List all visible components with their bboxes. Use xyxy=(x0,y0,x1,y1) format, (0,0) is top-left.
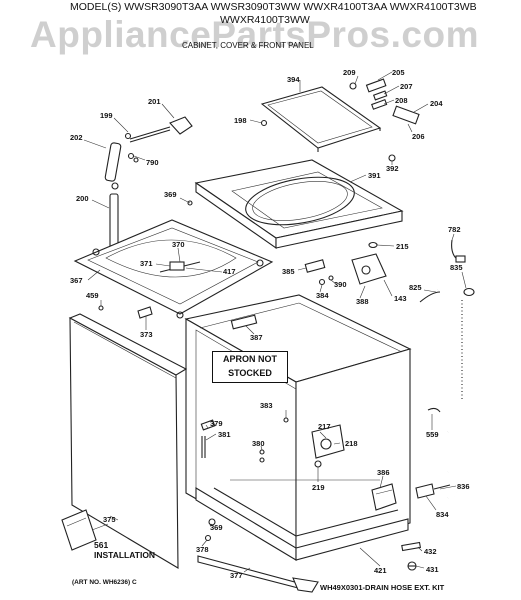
part-label[interactable]: 394 xyxy=(287,75,300,84)
part-label[interactable]: 218 xyxy=(345,439,358,448)
rear-bracket-parts[interactable] xyxy=(304,241,387,286)
part-label[interactable]: 378 xyxy=(196,545,209,554)
part-label[interactable]: 201 xyxy=(148,97,161,106)
model-list-line1: MODEL(S) WWSR3090T3AA WWSR3090T3WW WWXR4… xyxy=(70,1,477,13)
art-number: (ART NO. WH6236) C xyxy=(72,579,137,586)
base-frame-part[interactable] xyxy=(73,219,274,319)
part-label[interactable]: 388 xyxy=(356,297,369,306)
drain-hose-part[interactable] xyxy=(419,285,475,434)
part-label[interactable]: 199 xyxy=(100,111,113,120)
lid-switch-assembly[interactable] xyxy=(349,78,420,162)
part-label[interactable]: 219 xyxy=(312,483,325,492)
part-label[interactable]: 432 xyxy=(424,547,437,556)
part-label[interactable]: 217 xyxy=(318,422,331,431)
part-label[interactable]: 836 xyxy=(457,482,470,491)
part-label[interactable]: 385 xyxy=(282,267,295,276)
part-label[interactable]: 790 xyxy=(146,158,159,167)
part-label[interactable]: 559 xyxy=(426,430,439,439)
part-label[interactable]: 371 xyxy=(140,259,153,268)
lid-part[interactable] xyxy=(260,86,382,152)
part-label[interactable]: 375 xyxy=(103,515,116,524)
installation-booklet-part[interactable] xyxy=(61,509,97,551)
toe-plate-part[interactable] xyxy=(197,518,319,593)
part-label[interactable]: 459 xyxy=(86,291,99,300)
part-label[interactable]: 207 xyxy=(400,82,413,91)
apron-note-line2: STOCKED xyxy=(228,368,272,378)
part-label[interactable]: 204 xyxy=(430,99,443,108)
installation-label[interactable]: 561 INSTALLATION xyxy=(94,540,155,560)
drain-hose-extension-parts[interactable] xyxy=(415,468,464,499)
part-label[interactable]: 208 xyxy=(395,96,408,105)
power-cord-part[interactable] xyxy=(451,239,466,263)
apron-not-stocked-note: APRON NOT STOCKED xyxy=(212,351,288,383)
small-fastener-parts[interactable] xyxy=(98,305,289,463)
base-pan-part[interactable] xyxy=(195,466,409,561)
part-label[interactable]: 834 xyxy=(436,510,449,519)
part-label[interactable]: 143 xyxy=(394,294,407,303)
hinge-and-rod-parts[interactable] xyxy=(104,116,268,251)
apron-note-line1: APRON NOT xyxy=(223,354,277,364)
installation-part-number: 561 xyxy=(94,540,109,550)
part-label[interactable]: 392 xyxy=(386,164,399,173)
front-panel-part[interactable] xyxy=(68,313,188,569)
part-label[interactable]: 369 xyxy=(164,190,177,199)
model-list-line2: WWXR4100T3WW xyxy=(220,14,310,26)
part-label[interactable]: 209 xyxy=(343,68,356,77)
part-label[interactable]: 206 xyxy=(412,132,425,141)
part-label[interactable]: 198 xyxy=(234,116,247,125)
part-label[interactable]: 782 xyxy=(448,225,461,234)
bracket-386-part[interactable] xyxy=(371,483,397,511)
part-label[interactable]: 379 xyxy=(210,419,223,428)
part-label[interactable]: 387 xyxy=(250,333,263,342)
part-label[interactable]: 431 xyxy=(426,565,439,574)
part-label[interactable]: 205 xyxy=(392,68,405,77)
part-label[interactable]: 367 xyxy=(70,276,83,285)
leader-lines xyxy=(83,71,467,573)
misc-fittings-parts[interactable] xyxy=(401,407,441,571)
part-label[interactable]: 421 xyxy=(374,566,387,575)
part-label[interactable]: 215 xyxy=(396,242,409,251)
part-label[interactable]: 386 xyxy=(377,468,390,477)
part-label[interactable]: 383 xyxy=(260,401,273,410)
part-label[interactable]: 370 xyxy=(172,240,185,249)
part-label[interactable]: 380 xyxy=(252,439,265,448)
drain-hose-kit-label[interactable]: WH49X0301-DRAIN HOSE EXT. KIT xyxy=(320,583,445,592)
part-label[interactable]: 200 xyxy=(76,194,89,203)
part-label[interactable]: 390 xyxy=(334,280,347,289)
top-cover-part[interactable] xyxy=(194,159,404,250)
section-title: CABINET, COVER & FRONT PANEL xyxy=(182,41,314,50)
part-label[interactable]: 391 xyxy=(368,171,381,180)
part-label[interactable]: 369 xyxy=(210,523,223,532)
installation-text: INSTALLATION xyxy=(94,550,156,560)
part-label[interactable]: 417 xyxy=(223,267,236,276)
part-label[interactable]: 381 xyxy=(218,430,231,439)
part-label[interactable]: 373 xyxy=(140,330,153,339)
part-label[interactable]: 202 xyxy=(70,133,83,142)
part-label[interactable]: 835 xyxy=(450,263,463,272)
part-label[interactable]: 825 xyxy=(409,283,422,292)
part-label[interactable]: 384 xyxy=(316,291,329,300)
part-label[interactable]: 377 xyxy=(230,571,243,580)
part-labels: 209 205 207 208 204 206 394 198 201 199 … xyxy=(70,68,470,580)
